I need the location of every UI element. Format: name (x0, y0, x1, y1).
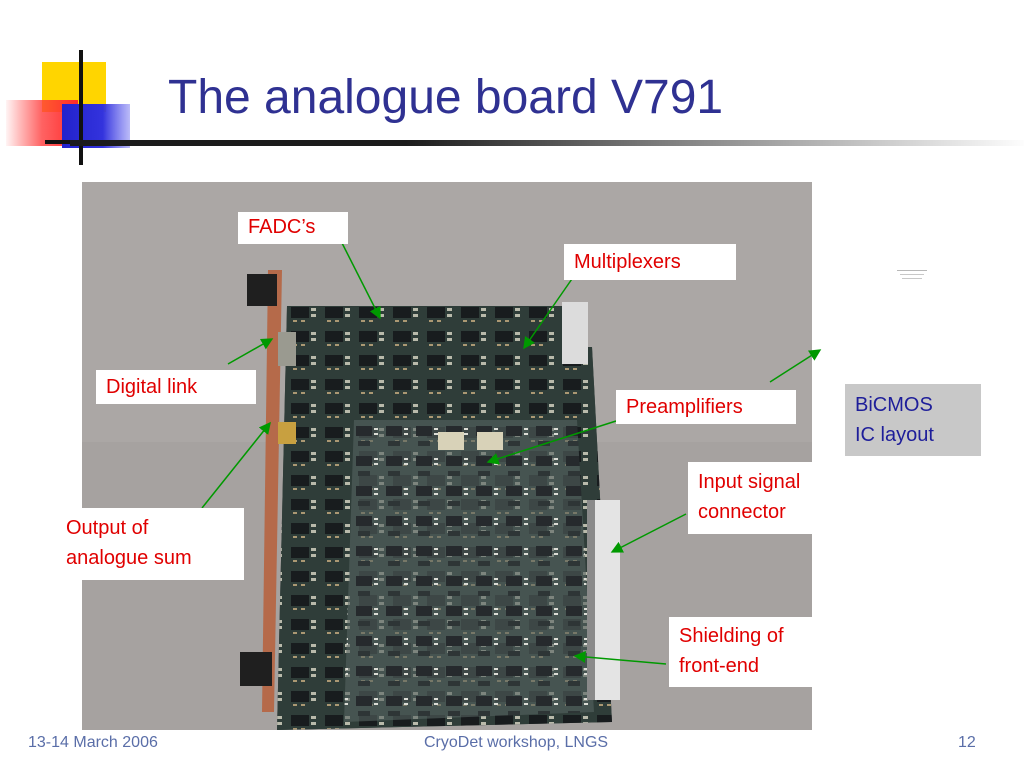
ic-layout-thumbnail (897, 270, 927, 279)
arrow-shielding (573, 650, 667, 665)
label-output-line2: analogue sum (66, 547, 192, 569)
bicmos-box: BiCMOS IC layout (845, 384, 981, 456)
arrow-output-sum (201, 421, 271, 509)
label-output-line1: Output of (66, 517, 149, 539)
bicmos-line2: IC layout (855, 424, 934, 446)
label-multiplexers: Multiplexers (564, 244, 736, 280)
arrow-preamplifiers (486, 420, 617, 465)
footer-date: 13-14 March 2006 (28, 734, 158, 751)
circuit-board-photo (82, 182, 812, 730)
label-digital-link: Digital link (96, 370, 256, 404)
label-shielding-line1: Shielding of (679, 625, 784, 647)
label-preamplifiers-text: Preamplifiers (626, 396, 743, 418)
corner-logo (6, 50, 130, 165)
label-fadc: FADC’s (238, 212, 348, 244)
label-fadc-text: FADC’s (248, 216, 316, 238)
footer-event: CryoDet workshop, LNGS (424, 734, 609, 751)
label-input-signal-line2: connector (698, 501, 786, 523)
arrow-fadc (341, 242, 381, 320)
slide-title: The analogue board V791 (168, 71, 724, 124)
label-preamplifiers: Preamplifiers (616, 390, 796, 424)
label-input-signal-line1: Input signal (698, 471, 801, 493)
arrow-bicmos (769, 349, 822, 383)
footer-page-number: 12 (958, 734, 976, 751)
label-multiplexers-text: Multiplexers (574, 251, 681, 273)
arrow-digital-link (227, 338, 274, 365)
label-shielding-front-end: Shielding of front-end (669, 617, 819, 687)
arrow-input-connector (610, 513, 687, 553)
label-shielding-line2: front-end (679, 655, 760, 677)
label-output-analogue-sum: Output of analogue sum (56, 508, 244, 580)
title-rule (70, 140, 1024, 146)
arrow-multiplexers (523, 275, 575, 350)
bicmos-line1: BiCMOS (855, 394, 933, 416)
label-digital-link-text: Digital link (106, 376, 198, 398)
label-input-signal-connector: Input signal connector (688, 462, 834, 534)
